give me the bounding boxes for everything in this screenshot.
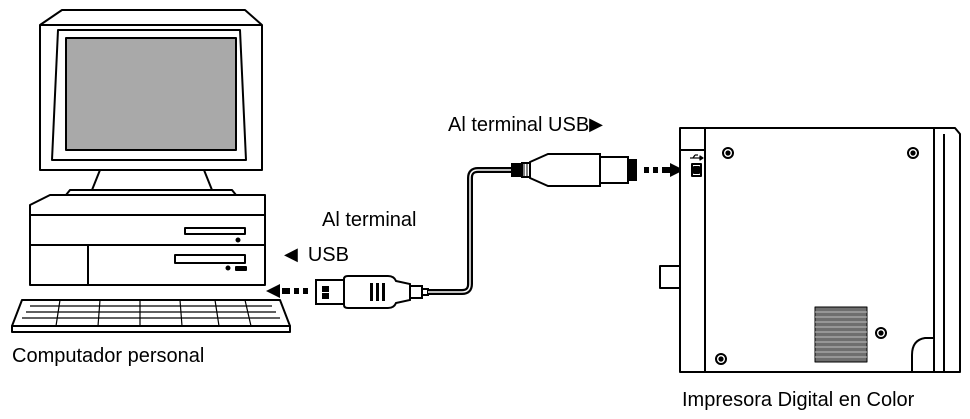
printer-usb-port (690, 154, 704, 177)
triangle-right-icon: ▶ (589, 114, 603, 134)
printer-usb-terminal-text: Al terminal USB (448, 114, 590, 136)
usb-symbol-icon (690, 154, 704, 161)
vent-grille-pattern (815, 311, 867, 358)
monitor-screen (65, 37, 237, 151)
monitor (39, 9, 263, 201)
usb-type-b-plug (511, 153, 637, 187)
printer-insert-arrow (644, 163, 684, 177)
printer-usb-terminal-label: Al terminal USB▶ (448, 112, 603, 137)
pc-usb-terminal-label-line1: Al terminal (322, 208, 416, 232)
personal-computer (11, 9, 291, 333)
color-digital-printer (659, 127, 961, 373)
keyboard (11, 299, 291, 333)
usb-type-a-plug (315, 275, 429, 309)
printer-caption: Impresora Digital en Color (682, 388, 914, 412)
pc-usb-terminal-text-line1: Al terminal (322, 209, 417, 231)
printer-caption-text: Impresora Digital en Color (682, 389, 915, 411)
floppy-drive (174, 254, 246, 264)
system-unit (29, 194, 266, 286)
pc-usb-terminal-text-line2: USB (307, 244, 349, 266)
computer-caption-text: Computador personal (12, 345, 205, 367)
vent-grille (814, 306, 868, 363)
pc-usb-terminal-label-line2: ◀ USB (284, 242, 349, 267)
computer-caption: Computador personal (12, 344, 204, 368)
pc-insert-arrow (266, 284, 308, 298)
printer-screws (715, 147, 919, 365)
triangle-left-icon: ◀ (284, 244, 298, 264)
usb-cable (428, 167, 512, 295)
